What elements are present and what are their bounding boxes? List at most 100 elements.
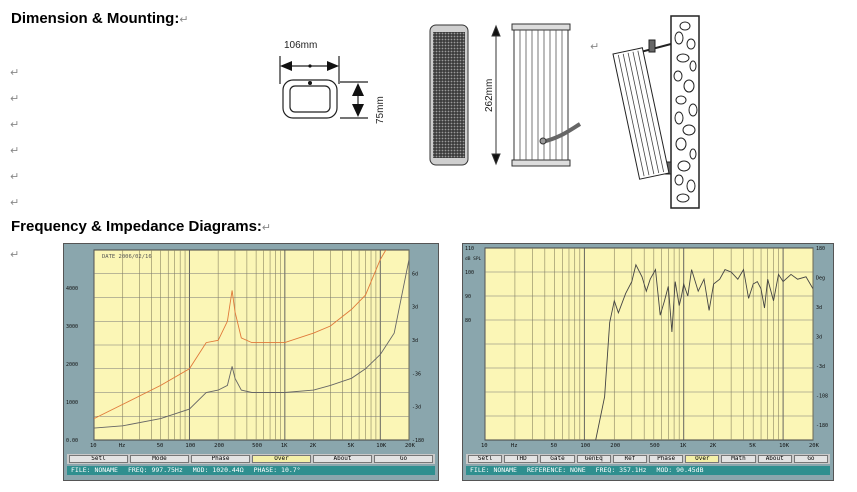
- date-label: DATE 2006/02/16: [102, 254, 152, 260]
- x-tick-label: 20K: [809, 443, 820, 449]
- x-tick-label: 10K: [779, 443, 790, 449]
- status-field: MOD: 90.45dB: [656, 466, 704, 474]
- paragraph-mark: ↵: [10, 170, 20, 183]
- y2-tick-label: -180: [412, 438, 424, 444]
- x-tick-label: 5K: [749, 443, 756, 449]
- y2-tick-label: -36: [412, 371, 421, 377]
- x-tick-label: Hz: [119, 443, 126, 449]
- x-tick-label: 100: [185, 443, 195, 449]
- x-tick-label: 10: [90, 443, 97, 449]
- status-field: REFERENCE: NONE: [526, 466, 586, 474]
- paragraph-mark: ↵: [10, 196, 20, 209]
- paragraph-mark: ↵: [10, 144, 20, 157]
- status-field: FILE: NONAME: [470, 466, 517, 474]
- y2-tick-label: Deg: [816, 276, 825, 282]
- dimension-heading-text: Dimension & Mounting:: [11, 10, 180, 27]
- status-field: MOD: 1020.44Ω: [192, 466, 244, 474]
- x-tick-label: 100: [580, 443, 590, 449]
- wall-mount-drawing: [612, 15, 700, 209]
- x-tick-label: 1K: [680, 443, 687, 449]
- graph-button-geneq[interactable]: GenEq: [576, 455, 611, 463]
- series-line-0: [94, 250, 387, 420]
- graph-button-gate[interactable]: Gate: [540, 455, 575, 463]
- y2-tick-label: 3d: [412, 305, 418, 311]
- paragraph-mark: ↵: [10, 66, 20, 79]
- return-mark: ↵: [261, 222, 272, 234]
- depth-label: 75mm: [375, 96, 386, 124]
- top-view-dimension-drawing: 106mm 75mm: [279, 40, 386, 124]
- y-tick-label: 80: [465, 318, 471, 324]
- x-tick-label: 20K: [405, 443, 416, 449]
- wall: [670, 15, 700, 209]
- paragraph-mark: ↵: [10, 248, 20, 261]
- frequency-heading: Frequency & Impedance Diagrams:↵: [11, 218, 271, 235]
- x-tick-label: 50: [157, 443, 164, 449]
- status-field: FREQ: 357.1Hz: [595, 466, 647, 474]
- y-unit-label: dB SPL: [465, 256, 482, 262]
- graph-button-mode[interactable]: Mode: [130, 455, 189, 463]
- graph-button-go[interactable]: Go: [793, 455, 829, 463]
- y-tick-label: 100: [465, 270, 474, 276]
- mounted-speaker: [612, 47, 670, 180]
- y2-tick-label: 3d: [816, 305, 822, 311]
- graph-button-ref[interactable]: Ref: [612, 455, 648, 463]
- graph-button-thd[interactable]: THD: [504, 455, 539, 463]
- status-field: FREQ: 997.75Hz: [127, 466, 183, 474]
- y-tick-label: 4000: [66, 286, 78, 292]
- x-tick-label: 200: [610, 443, 620, 449]
- graph-button-over[interactable]: Over: [685, 455, 720, 463]
- paragraph-mark: ↵: [10, 92, 20, 105]
- y2-tick-label: -3d: [412, 405, 421, 411]
- speaker-side-view: [511, 23, 582, 167]
- y-tick-label: 110: [465, 246, 474, 252]
- paragraph-mark: ↵: [590, 40, 600, 53]
- x-tick-label: 50: [550, 443, 557, 449]
- series-line-1: [94, 259, 409, 429]
- y2-tick-label: 6d: [412, 271, 418, 277]
- speaker-front-side-drawing: 262mm: [429, 23, 582, 167]
- y-tick-label: 90: [465, 294, 471, 300]
- y-tick-label: 3000: [66, 324, 78, 330]
- y2-tick-label: 180: [816, 246, 825, 252]
- frequency-heading-text: Frequency & Impedance Diagrams:: [11, 218, 262, 235]
- impedance-status-bar: FILE: NONAME FREQ: 997.75Hz MOD: 1020.44Ω P…: [67, 466, 435, 475]
- graph-button-phase[interactable]: Phase: [649, 455, 684, 463]
- y2-tick-label: -3d: [816, 364, 825, 370]
- y2-tick-label: -180: [816, 423, 828, 429]
- paragraph-mark: ↵: [10, 118, 20, 131]
- status-field: FILE: NONAME: [71, 466, 118, 474]
- height-dimension: [491, 24, 501, 166]
- width-label: 106mm: [284, 40, 317, 51]
- frequency-status-bar: FILE: NONAME REFERENCE: NONE FREQ: 357.1Hz…: [466, 466, 830, 475]
- x-tick-label: 200: [214, 443, 224, 449]
- status-field: PHASE: 10.7°: [253, 466, 301, 474]
- graph-button-phase[interactable]: Phase: [191, 455, 250, 463]
- dimension-heading: Dimension & Mounting:↵: [11, 10, 189, 27]
- y-tick-label: 1000: [66, 400, 78, 406]
- graph-button-go[interactable]: Go: [374, 455, 433, 463]
- y2-tick-label: 3d: [412, 338, 418, 344]
- x-tick-label: 10K: [376, 443, 387, 449]
- y2-tick-label: -108: [816, 394, 828, 400]
- graph-button-setl[interactable]: Setl: [69, 455, 128, 463]
- return-mark: ↵: [179, 14, 189, 26]
- height-label: 262mm: [484, 79, 495, 112]
- x-tick-label: 1K: [281, 443, 288, 449]
- y-tick-label: 2000: [66, 362, 78, 368]
- speaker-front-view: [429, 24, 469, 166]
- y-tick-label: 0.00: [66, 438, 78, 444]
- graph-button-over[interactable]: Over: [252, 455, 311, 463]
- x-tick-label: 500: [252, 443, 262, 449]
- graph-button-about[interactable]: About: [313, 455, 372, 463]
- x-tick-label: 2K: [310, 443, 317, 449]
- series-line-0: [584, 263, 813, 440]
- graph-button-math[interactable]: Math: [721, 455, 756, 463]
- graph-button-about[interactable]: About: [757, 455, 792, 463]
- graph-button-setl[interactable]: Setl: [468, 455, 503, 463]
